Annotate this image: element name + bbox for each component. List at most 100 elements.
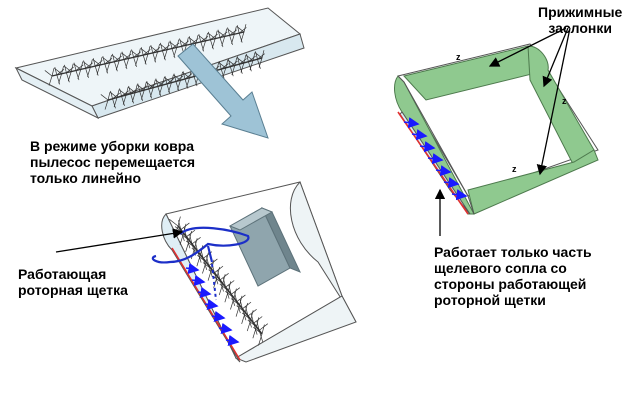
brush-bristle <box>177 80 181 90</box>
brush-bristle <box>116 89 120 98</box>
brush-bristle <box>186 77 190 88</box>
brush-bristle <box>190 247 196 260</box>
bottom-airflow-arrows <box>185 262 240 346</box>
brush-bristle <box>147 46 151 55</box>
brush-bristle <box>224 28 228 37</box>
brush-bristle <box>143 82 147 91</box>
brush-bristle <box>178 220 182 230</box>
brush-bristle <box>169 41 178 48</box>
brush-bristle <box>188 230 192 241</box>
brush-bristle <box>185 240 196 248</box>
brush-bristle <box>261 324 265 335</box>
brush-bristle <box>148 88 153 99</box>
brush-bristle <box>184 73 193 80</box>
brush-bristle <box>111 54 120 61</box>
brush-bristle <box>240 62 245 73</box>
brush-bristle <box>248 55 256 62</box>
brush-bristle <box>184 78 189 89</box>
brush-bristle <box>220 69 225 79</box>
brush-bristle <box>128 50 132 59</box>
brush-bristle <box>202 262 212 270</box>
brush-bristle <box>221 36 226 47</box>
brush-bristle <box>80 61 84 70</box>
brush-bristle <box>193 76 198 87</box>
brush-bristle <box>197 255 207 263</box>
brush-bristle <box>130 93 134 104</box>
brush-bristle <box>228 281 232 291</box>
brush-bristle <box>250 310 254 320</box>
brush-bristle <box>213 276 224 284</box>
brush-bristle <box>173 47 178 58</box>
brush-bristle <box>180 72 183 81</box>
brush-bristle <box>252 326 257 339</box>
brush-bristle <box>162 77 165 86</box>
brush-bristle <box>230 60 238 67</box>
brush-bristle <box>261 50 265 59</box>
brush-bristle <box>239 64 243 74</box>
brush-bristle <box>222 277 226 288</box>
brush-bristle <box>118 52 122 61</box>
brush-bristle <box>241 312 252 320</box>
brush-bristle <box>112 92 120 100</box>
brush-bristle <box>168 82 172 93</box>
brush-bristle <box>121 52 130 59</box>
brush-bristle <box>157 43 160 52</box>
brush-bristle <box>257 59 261 69</box>
brush-bristle <box>163 49 168 60</box>
clamp-flaps-label: Прижимные заслонки <box>538 4 623 36</box>
flap-pointer-arrows <box>488 27 571 176</box>
brush-bristle <box>185 240 190 252</box>
brush-bristle <box>198 34 206 42</box>
brush-bristle <box>240 31 245 42</box>
brush-bristle <box>48 75 53 86</box>
brush-bristle <box>125 87 129 96</box>
brush-bristle <box>194 238 198 248</box>
brush-bristle <box>131 50 139 57</box>
brush-bristle <box>205 32 208 41</box>
brush-bristle <box>109 91 118 98</box>
brush-bristle <box>58 73 62 84</box>
nozzle-part-label: Работает только часть щелевого сопла со … <box>434 244 592 308</box>
brush-bristle <box>239 295 243 306</box>
square-nozzle-illustration <box>394 27 599 236</box>
brush-bristle <box>119 88 122 97</box>
brush-bristle <box>51 68 55 77</box>
brush-bristle <box>219 283 229 292</box>
brush-bristle <box>224 290 229 303</box>
brush-bristle <box>248 61 252 72</box>
brush-bristle <box>169 219 179 227</box>
brush-bristle <box>207 32 216 39</box>
brush-bristle <box>222 274 226 284</box>
brush-bristle <box>234 292 238 302</box>
brush-bristle <box>243 24 247 33</box>
brush-bristle <box>216 62 220 71</box>
brush-bristle <box>92 59 101 66</box>
brush-bristle <box>56 74 61 85</box>
brush-bristle <box>67 71 72 82</box>
brush-bristle <box>179 39 187 46</box>
brush-bristle <box>225 59 229 68</box>
brush-bristle <box>234 26 237 35</box>
brush-bristle <box>166 83 171 94</box>
brush-bristle <box>142 54 147 65</box>
brush-bristle <box>230 297 235 310</box>
brush-bristle <box>175 75 184 82</box>
brush-bristle <box>217 30 226 37</box>
brush-bristle <box>189 234 193 245</box>
brush-bristle <box>218 61 222 70</box>
brush-bristle <box>227 59 236 66</box>
brush-bristle <box>221 63 229 70</box>
brush-bristle <box>257 53 265 60</box>
brush-bristle <box>227 58 231 67</box>
brush-bristle <box>75 70 80 81</box>
brush-bristle <box>104 63 109 74</box>
brush-bristle <box>188 37 197 44</box>
brush-bristle <box>239 299 243 309</box>
brush-bristle <box>243 55 247 64</box>
brush-bristle <box>171 74 174 83</box>
brush-bristle <box>154 51 158 62</box>
brush-bristle <box>246 53 249 62</box>
brush-bristle <box>66 72 70 83</box>
brush-bristle <box>159 43 168 50</box>
brush-bristle <box>258 57 263 68</box>
